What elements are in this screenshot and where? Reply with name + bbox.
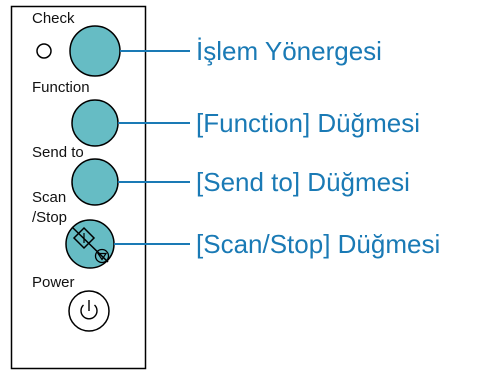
function-button[interactable] — [71, 99, 119, 147]
power-icon — [80, 300, 98, 320]
function-callout-label: [Function] Düğmesi — [196, 108, 420, 138]
start-diamond-icon — [72, 226, 96, 250]
stop-label: /Stop — [32, 209, 67, 226]
scan-stop-button[interactable] — [65, 219, 115, 269]
led-indicator-icon — [36, 43, 52, 59]
check-label: Check — [32, 10, 75, 27]
scan-stop-callout-label: [Scan/Stop] Düğmesi — [196, 229, 440, 259]
send-to-label: Send to — [32, 144, 84, 161]
function-label: Function — [32, 79, 90, 96]
power-label: Power — [32, 274, 75, 291]
send-to-button[interactable] — [71, 158, 119, 206]
check-indicator-display — [69, 25, 121, 77]
power-button[interactable] — [68, 290, 110, 332]
send-to-callout-label: [Send to] Düğmesi — [196, 167, 410, 197]
stop-triangle-icon — [94, 248, 110, 264]
check-callout-label: İşlem Yönergesi — [196, 36, 382, 66]
scan-label: Scan — [32, 189, 66, 206]
panel-frame — [10, 5, 147, 370]
